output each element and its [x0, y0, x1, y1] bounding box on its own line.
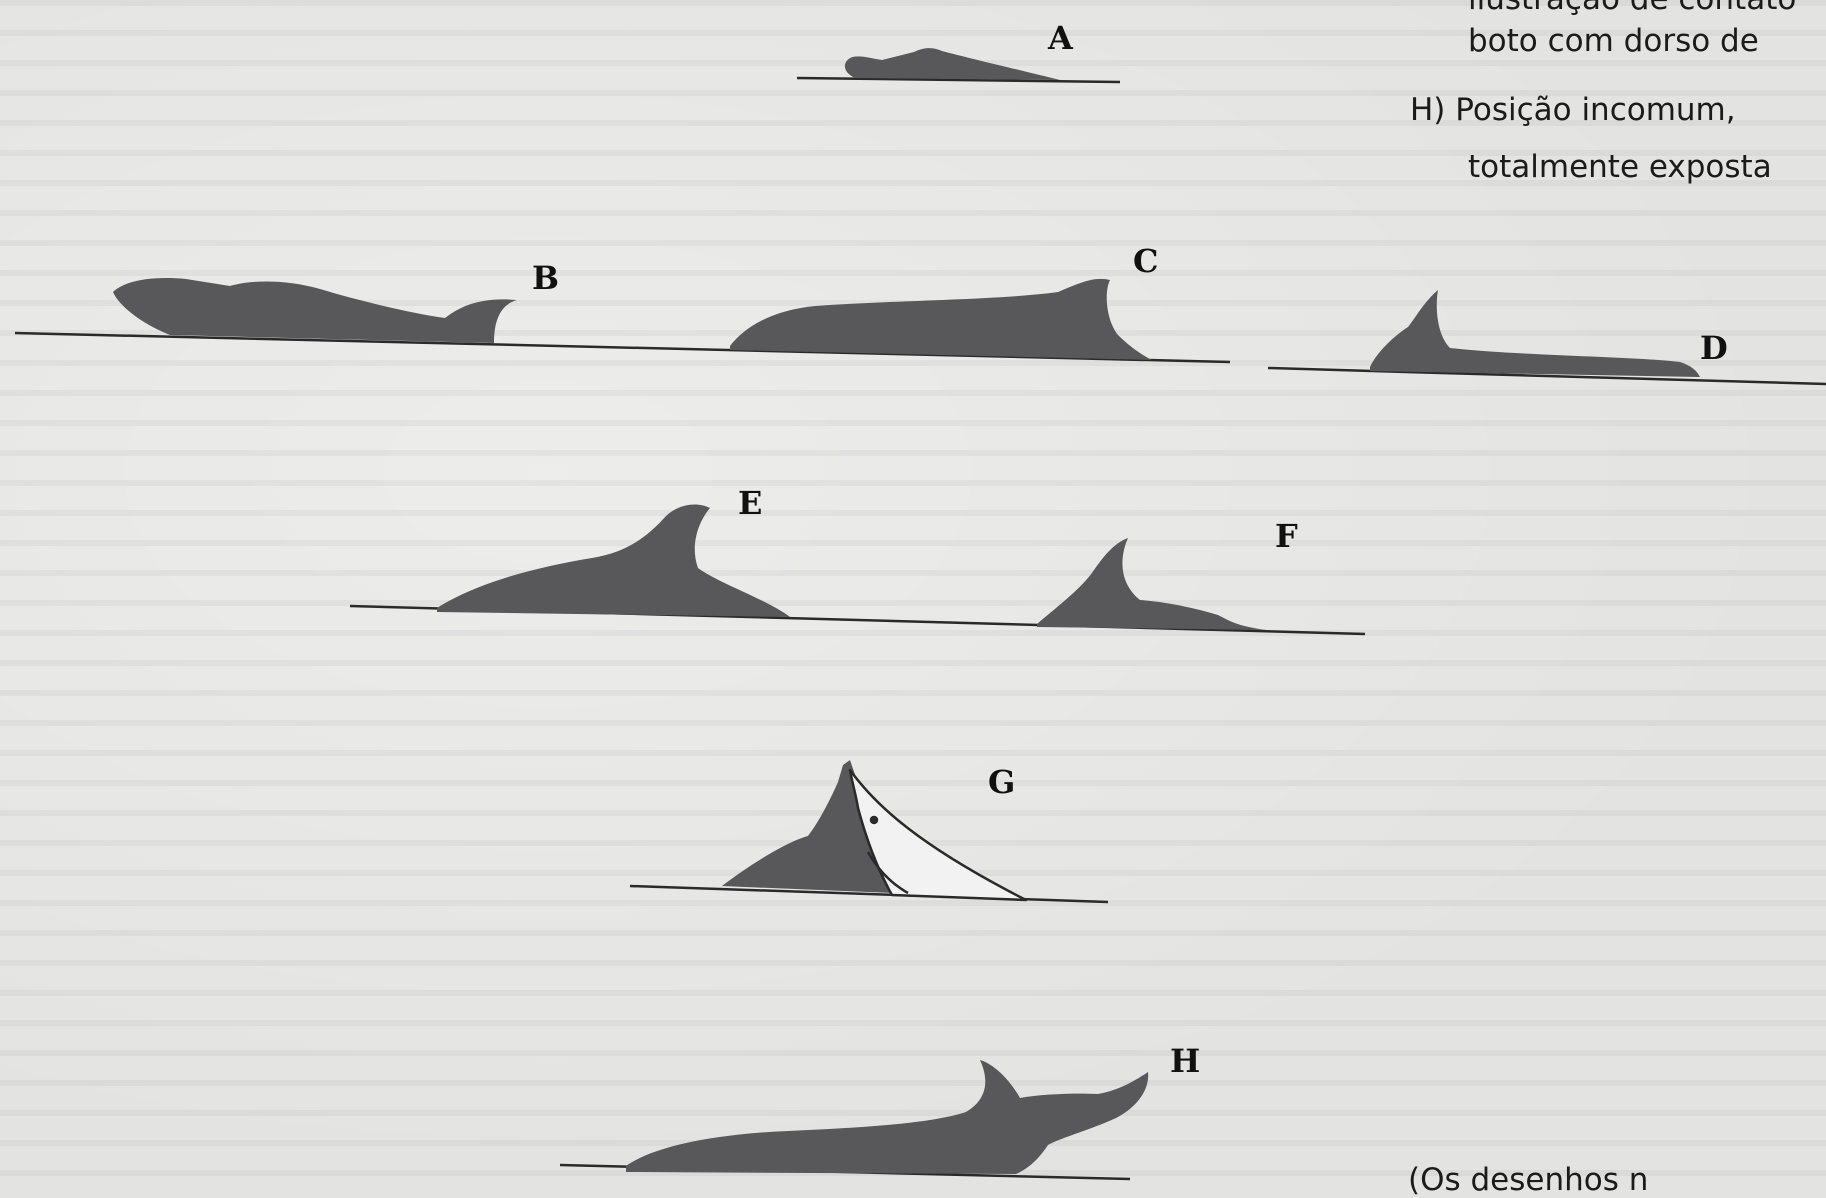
label-g: G — [988, 766, 1015, 798]
dolphin-silhouette-d — [1370, 290, 1700, 377]
caption-line-3: totalmente exposta — [1468, 152, 1772, 183]
label-h: H — [1170, 1045, 1200, 1077]
caption-line-1: boto com dorso de — [1468, 26, 1759, 57]
dolphin-silhouette-h — [626, 1060, 1148, 1174]
dolphin-silhouette-c — [730, 279, 1152, 360]
label-f: F — [1275, 520, 1298, 552]
label-b: B — [532, 262, 559, 294]
label-c: C — [1133, 245, 1158, 277]
label-d: D — [1700, 332, 1728, 364]
label-e: E — [738, 487, 762, 519]
label-a: A — [1048, 22, 1073, 54]
caption-line-2: H) Posição incomum, — [1410, 95, 1736, 126]
dolphin-silhouette-a — [845, 48, 1060, 80]
water-lines — [15, 78, 1826, 1179]
dolphin-silhouette-f — [1037, 538, 1266, 630]
dolphin-silhouette-b — [113, 278, 517, 343]
dolphin-g-eye — [871, 817, 877, 823]
caption-line-top-fragment: ilustração de contato — [1468, 0, 1796, 15]
